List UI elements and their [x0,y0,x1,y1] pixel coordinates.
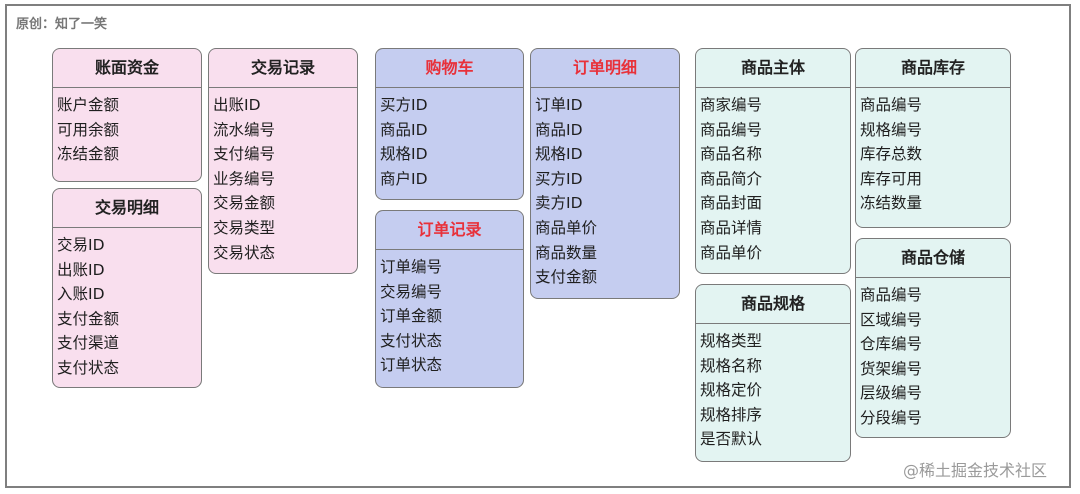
entity-field: 交易状态 [213,243,276,262]
entity-field: 商户ID [380,169,428,188]
entity-order-record: 订单记录 订单编号交易编号订单金额支付状态订单状态 [375,210,524,388]
entity-field: 库存总数 [860,145,923,164]
entity-field: 订单金额 [380,307,443,326]
entity-field: 商家编号 [700,96,763,114]
entity-title: 商品仓储 [856,239,1010,278]
watermark: @稀土掘金技术社区 [903,461,1048,480]
entity-cart: 购物车 买方ID 商品ID 规格ID 商户ID [375,48,524,200]
entity-product-warehouse: 商品仓储 商品编号区域编号仓库编号货架编号层级编号分段编号 [855,238,1011,438]
entity-field: 交易ID [57,236,105,254]
entity-field: 商品ID [535,120,583,139]
entity-trade-record: 交易记录 出账ID 流水编号支付编号业务编号交易金额交易类型交易状态 [208,48,358,274]
entity-field: 支付金额 [57,309,120,328]
entity-field: 商品ID [380,120,428,139]
entity-field: 支付编号 [213,145,276,164]
entity-fields: 订单编号交易编号订单金额支付状态订单状态 [376,250,523,378]
entity-field: 账户金额 [57,96,120,114]
entity-trade-detail: 交易明细 交易ID 出账ID 入账ID 支付金额支付渠道支付状态 [52,188,202,388]
author-credit: 原创：知了一笑 [16,17,108,32]
entity-title: 账面资金 [53,49,201,88]
entity-account-funds: 账面资金 账户金额可用余额冻结金额 [52,48,202,182]
entity-field: 商品编号 [700,120,763,139]
entity-title: 订单记录 [376,211,523,250]
entity-field: 交易金额 [213,194,276,213]
entity-field: 库存可用 [860,169,923,188]
entity-product-spec: 商品规格 规格类型规格名称规格定价规格排序是否默认 [695,284,851,462]
entity-fields: 买方ID 商品ID 规格ID 商户ID [376,88,523,191]
entity-field: 买方ID [380,96,428,114]
entity-field: 商品封面 [700,194,763,213]
entity-field: 订单状态 [380,356,443,375]
entity-field: 商品名称 [700,145,763,164]
entity-field: 入账ID [57,285,105,304]
entity-field: 业务编号 [213,169,276,188]
entity-field: 冻结数量 [860,194,923,213]
entity-field: 支付金额 [535,268,598,287]
entity-field: 规格定价 [700,381,763,400]
entity-field: 交易类型 [213,218,276,237]
entity-field: 层级编号 [860,384,923,403]
entity-field: 规格编号 [860,120,923,139]
entity-field: 货架编号 [860,359,923,378]
entity-field: 交易编号 [380,282,443,301]
entity-field: 商品数量 [535,243,598,262]
entity-field: 商品简介 [700,169,763,188]
entity-field: 商品单价 [535,218,598,237]
entity-field: 分段编号 [860,408,923,427]
entity-field: 出账ID [57,260,105,279]
entity-field: 订单ID [535,96,583,114]
entity-fields: 交易ID 出账ID 入账ID 支付金额支付渠道支付状态 [53,228,201,381]
entity-field: 买方ID [535,169,583,188]
entity-title: 订单明细 [531,49,679,88]
entity-title: 购物车 [376,49,523,88]
entity-product-stock: 商品库存 商品编号规格编号库存总数库存可用冻结数量 [855,48,1011,228]
entity-fields: 商品编号规格编号库存总数库存可用冻结数量 [856,88,1010,216]
entity-title: 交易明细 [53,189,201,228]
entity-title: 商品库存 [856,49,1010,88]
entity-field: 冻结金额 [57,145,120,164]
entity-title: 交易记录 [209,49,357,88]
entity-field: 商品编号 [860,96,923,114]
entity-field: 规格类型 [700,332,763,350]
entity-fields: 商品编号区域编号仓库编号货架编号层级编号分段编号 [856,278,1010,431]
entity-order-detail: 订单明细 订单ID 商品ID 规格ID 买方ID 卖方ID 商品单价商品数量支付金额 [530,48,680,299]
entity-field: 商品编号 [860,286,923,304]
entity-field: 规格ID [380,145,428,164]
entity-product-main: 商品主体 商家编号商品编号商品名称商品简介商品封面商品详情商品单价 [695,48,851,274]
entity-title: 商品主体 [696,49,850,88]
entity-field: 订单编号 [380,258,443,276]
entity-fields: 订单ID 商品ID 规格ID 买方ID 卖方ID 商品单价商品数量支付金额 [531,88,679,290]
entity-field: 规格ID [535,145,583,164]
entity-fields: 商家编号商品编号商品名称商品简介商品封面商品详情商品单价 [696,88,850,265]
entity-fields: 出账ID 流水编号支付编号业务编号交易金额交易类型交易状态 [209,88,357,265]
entity-field: 流水编号 [213,120,276,139]
entity-fields: 账户金额可用余额冻结金额 [53,88,201,167]
entity-field: 规格排序 [700,405,763,424]
entity-field: 商品单价 [700,243,763,262]
entity-title: 商品规格 [696,285,850,324]
entity-field: 区域编号 [860,310,923,329]
entity-field: 规格名称 [700,356,763,375]
entity-field: 仓库编号 [860,335,923,354]
entity-field: 商品详情 [700,218,763,237]
entity-field: 是否默认 [700,430,763,449]
entity-field: 可用余额 [57,120,120,139]
entity-field: 支付状态 [380,331,443,350]
entity-field: 出账ID [213,96,261,114]
entity-field: 支付渠道 [57,334,120,353]
entity-fields: 规格类型规格名称规格定价规格排序是否默认 [696,324,850,452]
entity-field: 支付状态 [57,358,120,377]
entity-field: 卖方ID [535,194,583,213]
